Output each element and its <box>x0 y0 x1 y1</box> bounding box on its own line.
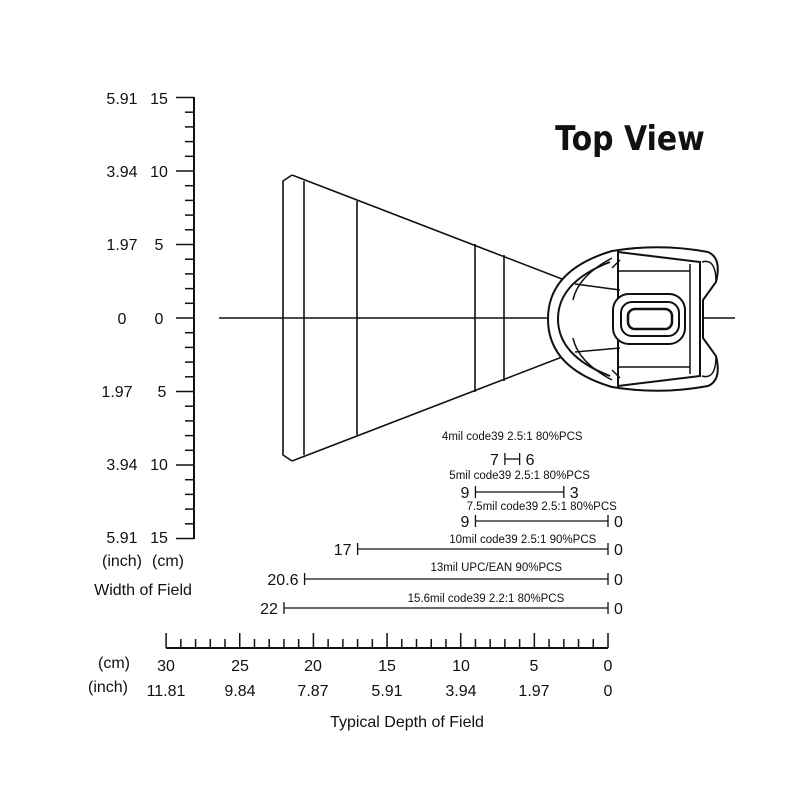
range-near-value: 0 <box>614 514 623 531</box>
width-inch-label: 1.97 <box>106 237 137 254</box>
width-labels-top: 5.91 15 3.94 10 1.97 5 0 0 <box>106 91 168 328</box>
depth-cm-label: 10 <box>452 658 470 675</box>
width-cm-label: 5 <box>155 237 164 254</box>
range-far-value: 22 <box>260 601 278 618</box>
range-label: 7.5mil code39 2.5:1 80%PCS <box>467 501 618 513</box>
width-inch-label: 3.94 <box>106 164 137 181</box>
range-row: 22 0 15.6mil code39 2.2:1 80%PCS <box>260 593 623 618</box>
width-cm-label: 15 <box>150 91 168 108</box>
depth-inch-label: 5.91 <box>371 683 402 700</box>
range-near-value: 0 <box>614 601 623 618</box>
width-labels-bottom: 1.97 5 3.94 10 5.91 15 (inch) (cm) Width… <box>94 384 192 599</box>
cone-far-edge <box>282 174 293 462</box>
width-cm-label: 10 <box>150 457 168 474</box>
depth-inch-label: 11.81 <box>147 683 186 700</box>
range-row: 7 6 4mil code39 2.5:1 80%PCS <box>442 431 583 469</box>
scanner-window-arc <box>556 261 611 377</box>
range-label: 13mil UPC/EAN 90%PCS <box>430 562 562 574</box>
width-cm-label: 5 <box>158 384 167 401</box>
range-label: 5mil code39 2.5:1 80%PCS <box>449 470 590 482</box>
scanner-lens-frame <box>620 301 680 337</box>
range-near-value: 6 <box>526 452 535 469</box>
scanner-body-edge <box>611 259 621 379</box>
range-far-value: 7 <box>490 452 499 469</box>
depth-axis-caption: Typical Depth of Field <box>330 714 484 731</box>
width-inch-label: 0 <box>118 311 127 328</box>
page-title: Top View <box>555 118 705 158</box>
range-far-value: 17 <box>334 542 352 559</box>
scanner-grip <box>701 260 717 283</box>
range-label: 10mil code39 2.5:1 90%PCS <box>449 534 596 546</box>
depth-inch-label: 7.87 <box>297 683 328 700</box>
range-row: 17 0 10mil code39 2.5:1 90%PCS <box>334 534 623 559</box>
range-row: 20.6 0 13mil UPC/EAN 90%PCS <box>267 562 623 589</box>
depth-inch-label: 3.94 <box>445 683 476 700</box>
depth-cm-label: 30 <box>157 658 175 675</box>
depth-inch-label: 1.97 <box>518 683 549 700</box>
depth-cm-label: 15 <box>378 658 396 675</box>
width-cm-label: 0 <box>155 311 164 328</box>
width-unit-inch: (inch) <box>102 553 142 570</box>
width-axis-caption: Width of Field <box>94 582 192 599</box>
depth-ruler-ticks <box>165 633 609 648</box>
scanner-head-illustration <box>546 246 719 392</box>
width-inch-label: 5.91 <box>106 530 137 547</box>
range-label: 15.6mil code39 2.2:1 80%PCS <box>408 593 565 605</box>
range-far-value: 9 <box>461 514 470 531</box>
scanner-lens <box>626 307 674 331</box>
scanner-grip <box>701 355 717 378</box>
range-near-value: 0 <box>614 542 623 559</box>
depth-cm-label: 25 <box>231 658 249 675</box>
range-far-value: 9 <box>461 485 470 502</box>
range-label: 4mil code39 2.5:1 80%PCS <box>442 431 583 443</box>
width-inch-label: 3.94 <box>106 457 137 474</box>
range-row: 9 07.5mil code39 2.5:1 80%PCS <box>461 501 623 531</box>
scanner-beam-exit <box>574 283 621 291</box>
depth-cm-label: 20 <box>304 658 322 675</box>
depth-cm-label: 5 <box>530 658 539 675</box>
scanner-beam-exit <box>574 347 621 353</box>
cone-upper-boundary <box>291 174 576 285</box>
range-row: 9 3 5mil code39 2.5:1 80%PCS <box>449 470 590 502</box>
scan-field-cone <box>282 174 576 462</box>
scanner-window-arc <box>572 337 613 381</box>
range-far-value: 20.6 <box>267 572 298 589</box>
range-bars: 7 6 4mil code39 2.5:1 80%PCS 9 3 5mil code39 … <box>260 431 623 618</box>
width-cm-label: 10 <box>150 164 168 181</box>
width-inch-label: 5.91 <box>106 91 137 108</box>
depth-cm-label: 0 <box>604 658 613 675</box>
cone-lower-boundary <box>291 351 576 462</box>
width-inch-label: 1.97 <box>101 384 132 401</box>
depth-inch-label: 9.84 <box>224 683 255 700</box>
depth-unit-cm: (cm) <box>98 655 130 672</box>
depth-labels: (cm) (inch) 30 25 20 15 10 5 0 11.81 9.8… <box>88 655 613 731</box>
width-unit-cm: (cm) <box>152 553 184 570</box>
scanner-window-arc <box>572 257 613 301</box>
depth-inch-label: 0 <box>604 683 613 700</box>
depth-unit-inch: (inch) <box>88 679 128 696</box>
width-ruler-ticks <box>176 96 194 540</box>
range-near-value: 0 <box>614 572 623 589</box>
width-cm-label: 15 <box>150 530 168 547</box>
range-near-value: 3 <box>570 485 579 502</box>
